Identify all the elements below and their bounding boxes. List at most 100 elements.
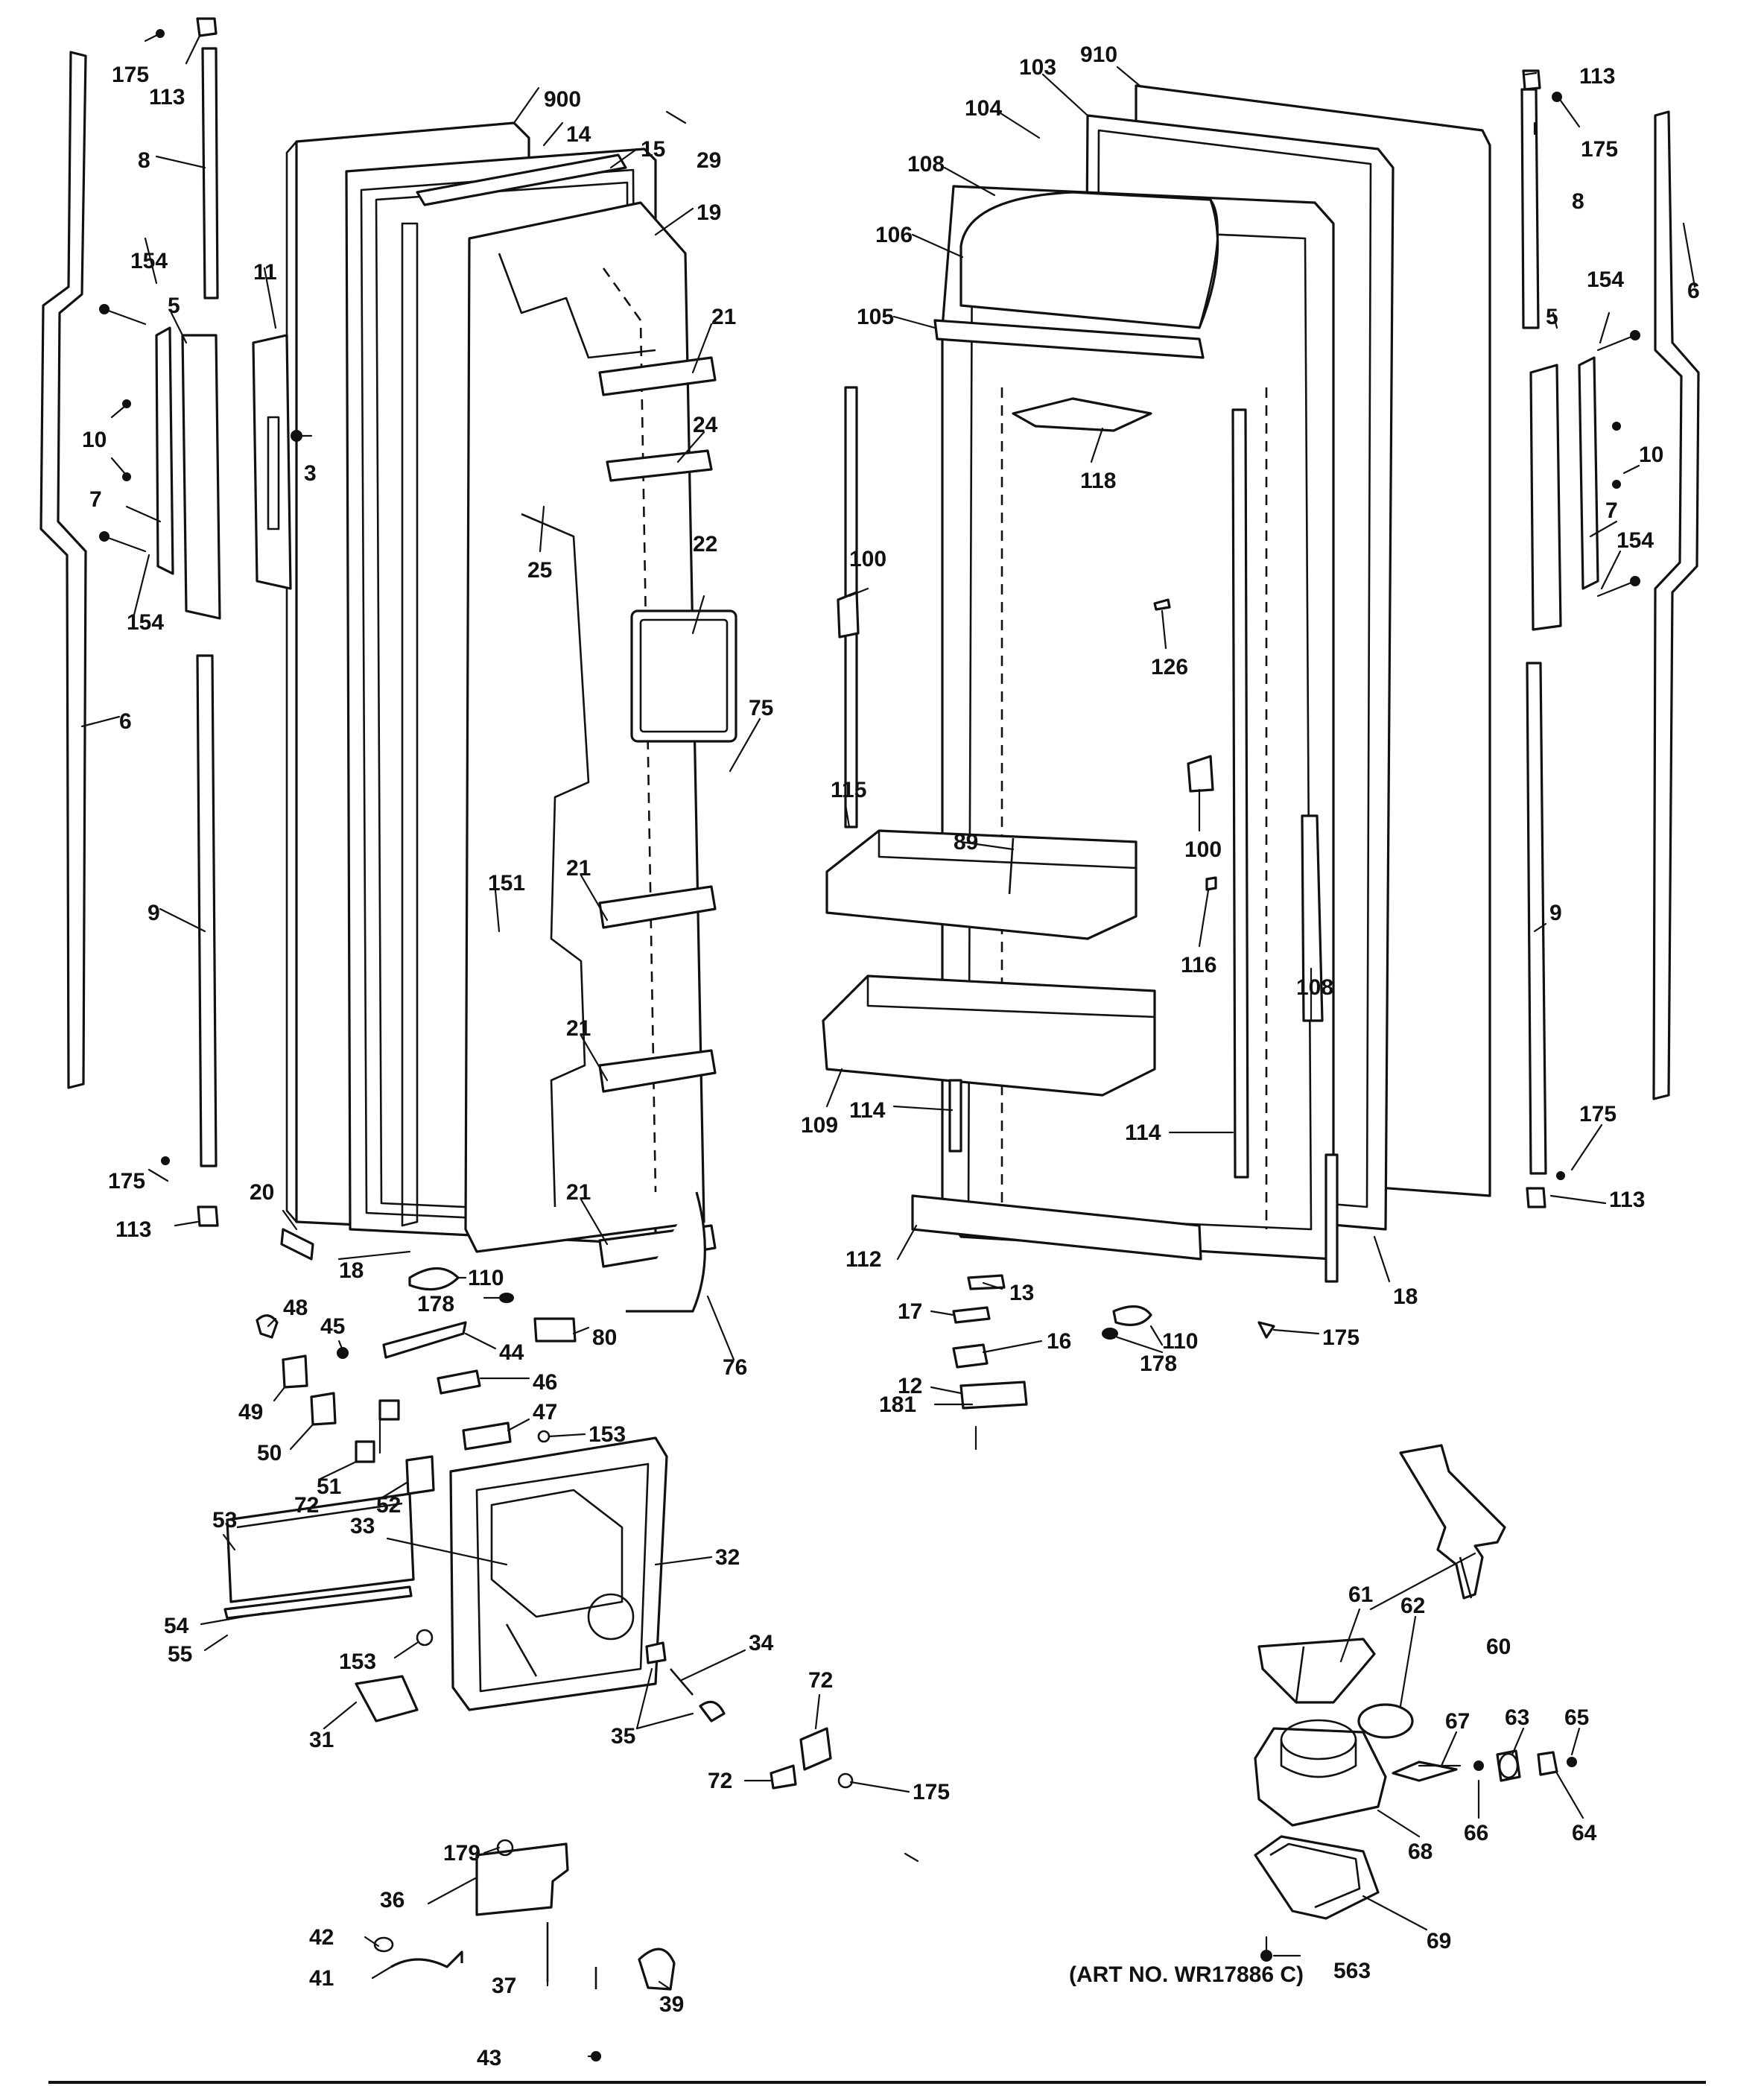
label-65: 65: [1564, 1705, 1589, 1730]
label-104: 104: [965, 96, 1002, 121]
label-112: 112: [845, 1247, 881, 1272]
label-175-f: 175: [1579, 1102, 1617, 1126]
fan-shroud: [1257, 1638, 1376, 1704]
label-175-c: 175: [913, 1780, 950, 1804]
freezer-accessories: [256, 1191, 706, 1495]
label-32: 32: [715, 1545, 740, 1570]
label-9-b: 9: [1549, 901, 1562, 925]
label-3: 3: [304, 461, 317, 486]
label-110-a: 110: [468, 1266, 504, 1290]
right-door-upper-bin: [825, 829, 1138, 940]
label-5-a: 5: [168, 294, 180, 318]
left-handle: [155, 326, 221, 620]
label-6-a: 6: [119, 709, 132, 734]
right-door-lower-bin: [822, 974, 1156, 1097]
label-175-d: 175: [1322, 1325, 1360, 1350]
label-118: 118: [1080, 469, 1116, 493]
right-handle: [1529, 356, 1599, 631]
fan-mounting-bracket: [1399, 1444, 1506, 1600]
left-handle-trim-long: [39, 51, 87, 1089]
label-106: 106: [875, 223, 913, 247]
label-15: 15: [641, 137, 665, 162]
label-35: 35: [611, 1724, 635, 1749]
label-154-b: 154: [127, 610, 164, 635]
label-17: 17: [898, 1299, 922, 1324]
art-number: (ART NO. WR17886 C): [1069, 1962, 1304, 1987]
label-48: 48: [283, 1296, 308, 1320]
label-55: 55: [168, 1642, 192, 1667]
label-563: 563: [1333, 1959, 1371, 1983]
label-20: 20: [250, 1180, 274, 1205]
label-67: 67: [1445, 1709, 1470, 1734]
label-33: 33: [350, 1514, 375, 1538]
label-110-b: 110: [1162, 1329, 1198, 1354]
right-door-small-tray: [1012, 397, 1152, 432]
label-9-a: 9: [147, 901, 160, 925]
label-51: 51: [317, 1474, 341, 1499]
label-7-a: 7: [89, 487, 102, 512]
label-178-b: 178: [1140, 1351, 1177, 1376]
label-5-b: 5: [1546, 305, 1558, 329]
label-19: 19: [697, 200, 721, 225]
label-113-a: 113: [149, 85, 185, 110]
label-54: 54: [164, 1614, 189, 1638]
left-handle-bracket: [252, 334, 292, 590]
label-8-b: 8: [1572, 189, 1584, 214]
label-80: 80: [592, 1325, 617, 1350]
label-42: 42: [309, 1925, 334, 1950]
dispenser-front-panel: [223, 1492, 419, 1723]
label-153-b: 153: [339, 1649, 376, 1674]
label-115: 115: [831, 778, 866, 802]
label-178-a: 178: [417, 1292, 454, 1316]
label-45: 45: [320, 1314, 345, 1339]
label-114-a: 114: [849, 1098, 886, 1123]
label-63: 63: [1505, 1705, 1529, 1730]
fan-gasket-disc: [1357, 1703, 1414, 1739]
label-114-b: 114: [1125, 1121, 1161, 1145]
label-72-b: 72: [808, 1668, 833, 1693]
label-154-d: 154: [1617, 528, 1654, 553]
label-72-c: 72: [708, 1769, 732, 1793]
label-24: 24: [693, 413, 718, 437]
leader-lines: [80, 32, 1696, 2058]
right-hardware: [1522, 69, 1640, 1208]
label-109: 109: [801, 1113, 838, 1138]
right-handle-trim-long: [1652, 110, 1700, 1100]
label-153-a: 153: [588, 1422, 626, 1447]
label-16: 16: [1047, 1329, 1071, 1354]
label-60: 60: [1486, 1635, 1511, 1659]
label-12: 12: [898, 1374, 922, 1398]
label-13: 13: [1009, 1281, 1034, 1305]
label-154-a: 154: [130, 249, 168, 273]
left-lower-trim-strip: [196, 654, 218, 1167]
right-door-bottom-rail: [911, 1194, 1202, 1261]
fan-motor-parts: [1392, 1749, 1577, 1782]
left-hardware: [99, 17, 302, 1227]
label-113-c: 113: [1579, 64, 1615, 89]
right-door-top-bin: [933, 191, 1219, 359]
label-103: 103: [1019, 55, 1056, 80]
label-21-a: 21: [711, 305, 736, 329]
label-175-a: 175: [112, 63, 149, 87]
label-175-b: 175: [108, 1169, 145, 1194]
label-31: 31: [309, 1728, 334, 1752]
label-21-d: 21: [566, 1180, 591, 1205]
label-41: 41: [309, 1966, 334, 1991]
label-50: 50: [257, 1441, 282, 1465]
label-25: 25: [527, 558, 552, 583]
label-100-b: 100: [1184, 837, 1222, 862]
right-door-small-parts: [837, 591, 1324, 1022]
label-21-c: 21: [566, 1016, 591, 1041]
label-89: 89: [954, 830, 978, 855]
ice-maker-housing: [449, 1436, 668, 1711]
label-49: 49: [238, 1400, 263, 1424]
label-29: 29: [697, 148, 721, 173]
motor-bracket-assembly: [373, 1839, 676, 2061]
label-22: 22: [693, 532, 717, 557]
label-34: 34: [749, 1631, 774, 1655]
label-179: 179: [443, 1841, 480, 1866]
fan-housing: [1254, 1719, 1387, 1827]
label-36: 36: [380, 1888, 404, 1912]
right-upper-trim-strip: [1520, 88, 1540, 329]
